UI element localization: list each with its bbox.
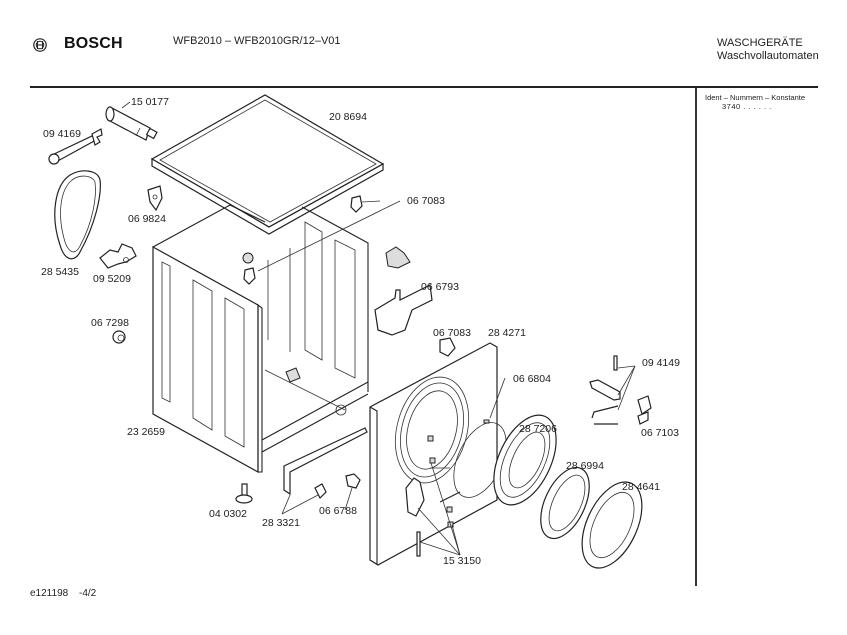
category-title: WASCHGERÄTE — [717, 37, 803, 49]
part-label-283321[interactable]: 28 3321 — [262, 517, 300, 529]
part-label-285435[interactable]: 28 5435 — [41, 266, 79, 278]
brand-name: BOSCH — [64, 35, 123, 52]
part-040302-drawing[interactable] — [235, 483, 253, 504]
part-094149-drawing[interactable] — [589, 355, 621, 425]
part-label-094149[interactable]: 09 4149 — [642, 357, 680, 369]
part-287206-drawing[interactable] — [481, 406, 569, 515]
part-label-208694[interactable]: 20 8694 — [329, 111, 367, 123]
ident-value: 3740 . . . . . . — [722, 102, 772, 111]
part-label-040302[interactable]: 04 0302 — [209, 508, 247, 520]
part-285435-drawing[interactable] — [54, 170, 101, 260]
part-label-286994[interactable]: 28 6994 — [566, 460, 604, 472]
part-label-067083-top[interactable]: 06 7083 — [407, 195, 445, 207]
drawing-id: e121198 — [30, 588, 69, 599]
part-067083-top-drawing[interactable] — [243, 195, 363, 285]
part-067083-front-drawing[interactable] — [439, 337, 456, 357]
part-232659-drawing[interactable] — [152, 204, 369, 474]
part-label-284641[interactable]: 28 4641 — [622, 481, 660, 493]
part-208694-drawing[interactable] — [150, 94, 385, 235]
part-153150-drawing[interactable] — [416, 531, 421, 557]
part-label-069824[interactable]: 06 9824 — [128, 213, 166, 225]
part-label-067298[interactable]: 06 7298 — [91, 317, 129, 329]
part-069824-drawing[interactable] — [147, 185, 163, 212]
page-number: -4/2 — [78, 588, 97, 599]
bosch-logo-icon — [33, 38, 47, 52]
part-label-287206[interactable]: 28 7206 — [519, 423, 557, 435]
part-label-067103[interactable]: 06 7103 — [641, 427, 679, 439]
part-label-153150[interactable]: 15 3150 — [443, 555, 481, 567]
leader-lines — [121, 101, 636, 556]
side-panel-divider — [695, 88, 697, 586]
footer-drawing-id: e121198 -4/2 — [30, 588, 96, 599]
part-283321-drawing[interactable] — [283, 427, 368, 500]
part-label-066804[interactable]: 06 6804 — [513, 373, 551, 385]
part-067103-drawing[interactable] — [637, 395, 652, 425]
part-label-150177[interactable]: 15 0177 — [131, 96, 169, 108]
ident-label: Ident – Nummern – Konstante — [705, 93, 806, 102]
part-label-066788[interactable]: 06 6788 — [319, 505, 357, 517]
part-label-232659[interactable]: 23 2659 — [127, 426, 165, 438]
part-label-067083-front[interactable]: 06 7083 — [433, 327, 471, 339]
part-label-284271[interactable]: 28 4271 — [488, 327, 526, 339]
part-284641-drawing[interactable] — [570, 473, 654, 578]
part-284271-drawing[interactable] — [369, 342, 498, 566]
part-label-066793[interactable]: 06 6793 — [421, 281, 459, 293]
model-title: WFB2010 – WFB2010GR/12–V01 — [173, 35, 341, 47]
part-094169-drawing[interactable] — [48, 128, 103, 165]
part-066788-drawing[interactable] — [345, 473, 361, 489]
part-067298-drawing[interactable] — [112, 330, 126, 344]
part-286994-drawing[interactable] — [531, 460, 599, 546]
part-150177-drawing[interactable] — [105, 106, 158, 141]
part-label-095209[interactable]: 09 5209 — [93, 273, 131, 285]
part-066793-drawing[interactable] — [374, 246, 433, 336]
category-subtitle: Waschvollautomaten — [717, 50, 819, 62]
header-divider — [30, 86, 818, 88]
part-label-094169[interactable]: 09 4169 — [43, 128, 81, 140]
part-095209-drawing[interactable] — [99, 243, 137, 269]
